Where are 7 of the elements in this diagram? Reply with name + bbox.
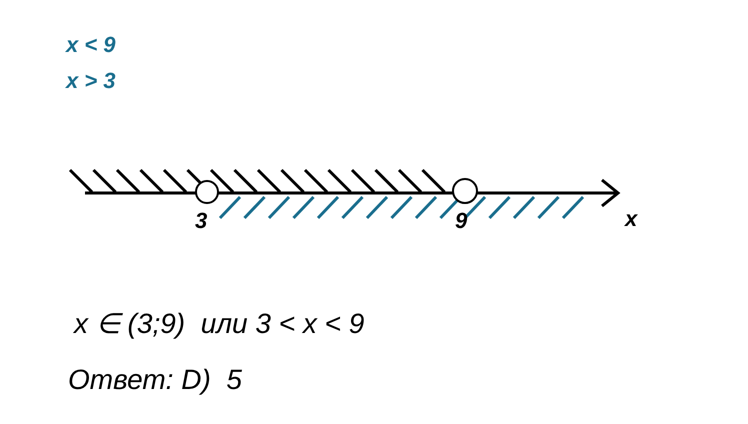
axis-label: x [625,208,638,230]
inequality-text: x > 3 [66,70,116,92]
tick-label: 9 [455,210,468,232]
solution-text: x ∈ (3;9) или 3 < x < 9 [74,310,364,338]
tick-label: 3 [195,210,208,232]
inequality-text: x < 9 [66,34,116,56]
answer-text: Ответ: D) 5 [68,366,242,394]
